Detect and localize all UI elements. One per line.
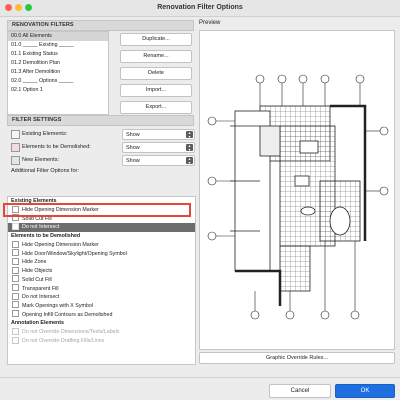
option-label: Do not Intersect	[22, 294, 60, 301]
chevron-up-down-icon: ▴▾	[186, 144, 193, 151]
chevron-up-down-icon: ▴▾	[186, 157, 193, 164]
option-label: Do not Intersect	[22, 224, 60, 231]
option-item[interactable]: Do not Intersect	[8, 292, 195, 302]
option-item-selected[interactable]: Do not Intersect	[8, 222, 195, 233]
option-item[interactable]: Solid Cut Fill	[8, 275, 195, 285]
option-label: Do not Override Drafting Fills/Lines	[22, 337, 105, 344]
option-label: Hide Objects	[22, 268, 53, 275]
option-item[interactable]: Solid Cut Fill	[8, 214, 195, 224]
checkbox[interactable]	[12, 258, 19, 266]
existing-elements-label: Existing Elements:	[22, 131, 68, 137]
new-elements-icon	[11, 156, 20, 165]
minimize-window-icon[interactable]	[15, 4, 22, 11]
cancel-button[interactable]: Cancel	[269, 384, 331, 398]
delete-button[interactable]: Delete	[120, 67, 192, 80]
option-item[interactable]: Mark Openings with X Symbol	[8, 301, 195, 311]
import-button[interactable]: Import...	[120, 84, 192, 97]
checkbox[interactable]	[12, 214, 19, 222]
new-elements-label: New Elements:	[22, 157, 59, 163]
checkbox[interactable]	[12, 310, 19, 318]
checkbox[interactable]	[12, 284, 19, 292]
checkbox[interactable]	[12, 249, 19, 257]
floor-plan-drawing	[207, 74, 389, 320]
option-item[interactable]: Opening Infill Contours as Demolished	[8, 310, 195, 320]
option-item[interactable]: Hide Zone	[8, 258, 195, 267]
filter-item[interactable]: 01.0 _____ Existing _____	[11, 42, 74, 48]
filter-item[interactable]: 02.0 _____ Options _____	[11, 78, 74, 84]
option-label: Transparent Fill	[22, 285, 59, 292]
ok-button[interactable]: OK	[335, 384, 395, 398]
option-label: Hide Opening Dimension Marker	[22, 207, 99, 213]
option-label: Solid Cut Fill	[22, 215, 52, 222]
filter-item[interactable]: 00.0 All Elements	[8, 32, 108, 41]
new-elements-select[interactable]: Show ▴▾	[122, 155, 195, 166]
option-item[interactable]: Hide Door/Window/Skylight/Opening Symbol	[8, 249, 195, 259]
annotation-group-title: Annotation Elements	[11, 320, 64, 327]
close-window-icon[interactable]	[5, 4, 12, 11]
checkbox[interactable]	[12, 301, 19, 309]
checkbox[interactable]	[12, 292, 19, 300]
highlight-annotation-box	[3, 203, 191, 217]
existing-elements-icon	[11, 130, 20, 139]
demolished-elements-select[interactable]: Show ▴▾	[122, 142, 195, 153]
demolished-group-title: Elements to be Demolished	[11, 233, 81, 240]
option-label: Opening Infill Contours as Demolished	[22, 311, 113, 318]
option-label: Solid Cut Fill	[22, 276, 52, 283]
window-title: Renovation Filter Options	[157, 4, 243, 11]
checkbox[interactable]	[12, 205, 19, 213]
option-label: Hide Zone	[22, 259, 47, 266]
filter-item[interactable]: 01.2 Demolition Plan	[11, 60, 60, 66]
additional-options-list[interactable]: Existing Elements Hide Opening Dimension…	[7, 196, 196, 365]
graphic-override-rules-button[interactable]: Graphic Override Rules...	[199, 352, 395, 364]
rename-button[interactable]: Rename...	[120, 50, 192, 63]
filter-settings-header: FILTER SETTINGS	[7, 115, 194, 126]
checkbox	[12, 336, 19, 344]
option-item[interactable]: Hide Opening Dimension Marker	[8, 205, 195, 215]
option-label: Hide Door/Window/Skylight/Opening Symbol	[22, 250, 127, 257]
footer-divider	[0, 377, 400, 378]
checkbox[interactable]	[12, 266, 19, 274]
demolished-elements-row: Elements to be Demolished: Show ▴▾	[11, 142, 195, 153]
checkbox[interactable]	[12, 222, 19, 230]
demolished-elements-label: Elements to be Demolished:	[22, 144, 91, 150]
option-item[interactable]: Transparent Fill	[8, 284, 195, 294]
option-label: Mark Openings with X Symbol	[22, 302, 93, 309]
option-item[interactable]: Hide Opening Dimension Marker	[8, 240, 195, 250]
renovation-filters-header: RENOVATION FILTERS	[7, 20, 194, 31]
checkbox	[12, 327, 19, 335]
filter-item[interactable]: 01.1 Existing Status	[11, 51, 58, 57]
select-value: Show	[126, 144, 140, 151]
checkbox[interactable]	[12, 240, 19, 248]
option-label: Do not Override Dimensions/Texts/Labels	[22, 329, 120, 336]
option-item[interactable]: Hide Objects	[8, 266, 195, 276]
additional-options-label: Additional Filter Options for:	[11, 168, 79, 174]
checkbox[interactable]	[12, 275, 19, 283]
preview-pane	[199, 30, 395, 350]
duplicate-button[interactable]: Duplicate...	[120, 33, 192, 46]
filter-item[interactable]: 01.3 After Demolition	[11, 69, 61, 75]
filters-area: 00.0 All Elements 01.0 _____ Existing __…	[7, 31, 194, 115]
select-value: Show	[126, 157, 140, 164]
filter-list[interactable]: 00.0 All Elements 01.0 _____ Existing __…	[7, 31, 109, 115]
option-item-disabled: Do not Override Drafting Fills/Lines	[8, 336, 195, 346]
new-elements-row: New Elements: Show ▴▾	[11, 155, 195, 166]
option-label: Hide Opening Dimension Marker	[22, 242, 99, 249]
preview-label: Preview	[199, 20, 221, 26]
filter-settings: Existing Elements: Show ▴▾ Elements to b…	[7, 126, 195, 174]
export-button[interactable]: Export...	[120, 101, 192, 114]
option-item-disabled: Do not Override Dimensions/Texts/Labels	[8, 327, 195, 337]
select-value: Show	[126, 131, 140, 138]
filter-item[interactable]: 02.1 Option 1	[11, 87, 43, 93]
left-panel: RENOVATION FILTERS 00.0 All Elements 01.…	[7, 20, 196, 365]
title-bar: Renovation Filter Options	[0, 0, 400, 17]
demolished-elements-icon	[11, 143, 20, 152]
existing-elements-row: Existing Elements: Show ▴▾	[11, 129, 195, 140]
chevron-up-down-icon: ▴▾	[186, 131, 193, 138]
maximize-window-icon[interactable]	[25, 4, 32, 11]
existing-group-title: Existing Elements	[11, 198, 57, 204]
existing-elements-select[interactable]: Show ▴▾	[122, 129, 195, 140]
